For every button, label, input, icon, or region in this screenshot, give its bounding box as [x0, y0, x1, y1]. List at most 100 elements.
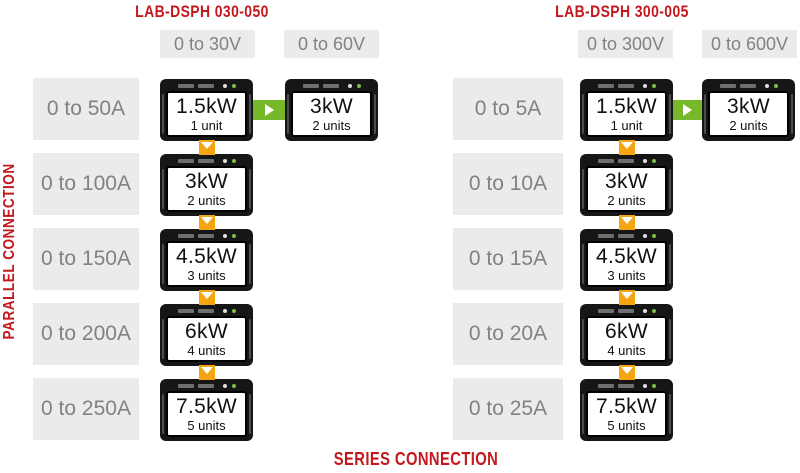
device-screen: 1.5kW 1 unit — [586, 91, 667, 137]
down-arrow-icon — [201, 142, 213, 149]
parallel-connector — [619, 290, 635, 305]
voltage-range-single: 0 to 300V — [578, 30, 673, 58]
device-button-icon — [598, 309, 614, 313]
device-top-bar — [178, 83, 236, 89]
device-power: 4.5kW — [175, 245, 237, 268]
device-button-icon — [198, 309, 214, 313]
down-arrow-icon — [201, 217, 213, 224]
device-units: 2 units — [607, 193, 646, 208]
device-units: 5 units — [607, 418, 646, 433]
parallel-connector — [199, 290, 215, 305]
led-white-icon — [223, 84, 227, 88]
device-power: 1.5kW — [595, 95, 657, 118]
device-power: 3kW — [310, 95, 353, 118]
parallel-connection-label: PARALLEL CONNECTION — [1, 163, 18, 340]
series-connector — [253, 100, 285, 120]
series-connector — [673, 100, 702, 120]
device-units: 1 unit — [190, 118, 223, 133]
led-white-icon — [223, 309, 227, 313]
device-power: 1.5kW — [175, 95, 237, 118]
parallel-connector — [199, 215, 215, 230]
current-range: 0 to 20A — [453, 303, 563, 365]
device-button-icon — [618, 159, 634, 163]
led-green-icon — [652, 159, 656, 163]
device-top-bar — [178, 383, 236, 389]
device-button-icon — [198, 234, 214, 238]
device-button-icon — [198, 384, 214, 388]
group-title-lab-dsph-300-005: LAB-DSPH 300-005 — [555, 2, 689, 21]
device-power: 3kW — [185, 170, 228, 193]
device-screen: 7.5kW 5 units — [166, 391, 247, 437]
led-green-icon — [357, 84, 361, 88]
led-green-icon — [232, 159, 236, 163]
current-range: 0 to 5A — [453, 78, 563, 140]
device-units: 2 units — [729, 118, 768, 133]
led-white-icon — [348, 84, 352, 88]
device-button-icon — [598, 234, 614, 238]
right-arrow-icon — [683, 104, 692, 116]
led-green-icon — [774, 84, 778, 88]
device-unit: 3kW 2 units — [160, 154, 253, 216]
device-top-bar — [598, 383, 656, 389]
device-units: 5 units — [187, 418, 226, 433]
device-top-bar — [303, 83, 361, 89]
device-unit: 4.5kW 3 units — [580, 229, 673, 291]
device-screen: 3kW 2 units — [708, 91, 789, 137]
led-green-icon — [232, 84, 236, 88]
device-unit-series-result: 3kW 2 units — [285, 79, 378, 141]
down-arrow-icon — [201, 367, 213, 374]
device-button-icon — [598, 384, 614, 388]
device-unit: 6kW 4 units — [160, 304, 253, 366]
device-button-icon — [178, 84, 194, 88]
device-button-icon — [323, 84, 339, 88]
down-arrow-icon — [621, 217, 633, 224]
current-range: 0 to 150A — [33, 228, 139, 290]
device-unit: 7.5kW 5 units — [160, 379, 253, 441]
device-units: 2 units — [187, 193, 226, 208]
device-screen: 3kW 2 units — [166, 166, 247, 212]
current-range: 0 to 50A — [33, 78, 139, 140]
device-button-icon — [198, 84, 214, 88]
right-arrow-icon — [264, 104, 274, 116]
device-top-bar — [598, 83, 656, 89]
device-unit: 1.5kW 1 unit — [580, 79, 673, 141]
device-top-bar — [598, 158, 656, 164]
led-white-icon — [643, 159, 647, 163]
led-white-icon — [223, 234, 227, 238]
device-power: 4.5kW — [595, 245, 657, 268]
current-range: 0 to 200A — [33, 303, 139, 365]
voltage-range-series: 0 to 600V — [702, 30, 797, 58]
voltage-range-single: 0 to 30V — [160, 30, 255, 58]
group-title-lab-dsph-030-050: LAB-DSPH 030-050 — [135, 2, 269, 21]
led-white-icon — [223, 384, 227, 388]
device-top-bar — [598, 233, 656, 239]
current-range: 0 to 25A — [453, 378, 563, 440]
device-screen: 4.5kW 3 units — [586, 241, 667, 287]
device-button-icon — [720, 84, 736, 88]
device-button-icon — [178, 309, 194, 313]
led-green-icon — [232, 309, 236, 313]
led-green-icon — [652, 234, 656, 238]
down-arrow-icon — [621, 367, 633, 374]
device-button-icon — [198, 159, 214, 163]
current-range: 0 to 10A — [453, 153, 563, 215]
device-power: 6kW — [605, 320, 648, 343]
device-screen: 3kW 2 units — [586, 166, 667, 212]
down-arrow-icon — [201, 292, 213, 299]
device-button-icon — [598, 84, 614, 88]
device-screen: 7.5kW 5 units — [586, 391, 667, 437]
device-power: 7.5kW — [175, 395, 237, 418]
device-screen: 6kW 4 units — [586, 316, 667, 362]
led-green-icon — [652, 384, 656, 388]
device-power: 3kW — [605, 170, 648, 193]
led-green-icon — [232, 384, 236, 388]
device-top-bar — [178, 233, 236, 239]
device-screen: 4.5kW 3 units — [166, 241, 247, 287]
device-button-icon — [303, 84, 319, 88]
device-power: 3kW — [727, 95, 770, 118]
current-range: 0 to 100A — [33, 153, 139, 215]
device-unit: 6kW 4 units — [580, 304, 673, 366]
device-button-icon — [178, 159, 194, 163]
device-button-icon — [598, 159, 614, 163]
